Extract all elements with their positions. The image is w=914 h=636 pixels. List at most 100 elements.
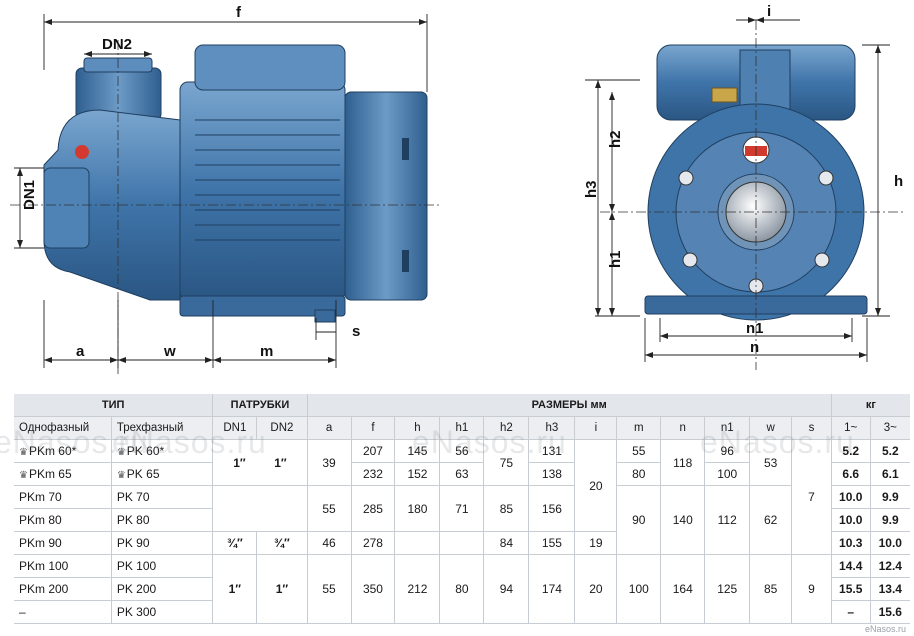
col-i: i bbox=[574, 416, 618, 440]
cell-w: 53 bbox=[749, 439, 793, 486]
cell-s: 7 bbox=[791, 439, 832, 555]
front-view bbox=[600, 20, 905, 370]
cell-w1: 6.6 bbox=[831, 462, 871, 486]
cell-m: 80 bbox=[616, 462, 662, 486]
label-i: i bbox=[767, 3, 771, 20]
label-w: w bbox=[163, 343, 176, 360]
col-single: Однофазный bbox=[14, 416, 112, 440]
cell-n: 140 bbox=[660, 485, 706, 555]
label-s: s bbox=[352, 323, 360, 340]
cell-w3: 15.6 bbox=[870, 600, 910, 624]
cell-w1: 10.0 bbox=[831, 508, 871, 532]
group-weight: кг bbox=[831, 394, 910, 417]
cell-m: 90 bbox=[616, 485, 662, 555]
model-three: PK 100 bbox=[111, 554, 214, 578]
cell-h3: 138 bbox=[528, 462, 576, 486]
cell-dn1: ¾″ bbox=[212, 531, 258, 555]
cell-m: 55 bbox=[616, 439, 662, 463]
label-h: h bbox=[894, 173, 903, 190]
cell-n: 118 bbox=[660, 439, 706, 486]
cell-h2: 85 bbox=[483, 485, 530, 532]
model-single: ♛PKm 60* bbox=[14, 439, 112, 463]
cell-w1: 10.0 bbox=[831, 485, 871, 509]
pump-drawing: f DN2 DN1 a w m s bbox=[10, 3, 905, 375]
group-type: ТИП bbox=[14, 394, 214, 417]
cell-w3: 5.2 bbox=[870, 439, 910, 463]
cell-i: 19 bbox=[574, 531, 618, 555]
table-row: PKm 90 PK 90 ¾″ ¾″ 46 278 84 155 19 10.3… bbox=[14, 531, 910, 555]
cell-w1: – bbox=[831, 600, 871, 624]
crown-icon: ♛ bbox=[19, 470, 28, 481]
col-n1: n1 bbox=[704, 416, 751, 440]
model-single: PKm 80 bbox=[14, 508, 112, 532]
cell-dn1: 1″ bbox=[233, 455, 246, 470]
cell-w3: 9.9 bbox=[870, 485, 910, 509]
cell-h3: 155 bbox=[528, 531, 576, 555]
group-dims: РАЗМЕРЫ мм bbox=[307, 394, 832, 417]
cell-a: 39 bbox=[307, 439, 352, 486]
model-single: – bbox=[14, 600, 112, 624]
cell-n1: 96 bbox=[704, 439, 751, 463]
col-a: a bbox=[307, 416, 352, 440]
cell-h3: 131 bbox=[528, 439, 576, 463]
cell-w3: 10.0 bbox=[870, 531, 910, 555]
cell-dn2: ¾″ bbox=[256, 531, 308, 555]
col-s: s bbox=[791, 416, 832, 440]
cell-h1: 56 bbox=[439, 439, 485, 463]
col-w1: 1~ bbox=[831, 416, 871, 440]
crown-icon: ♛ bbox=[19, 447, 28, 458]
table-row: PKm 200 PK 200 15.5 13.4 bbox=[14, 577, 910, 601]
cell-w3: 6.1 bbox=[870, 462, 910, 486]
col-w3: 3~ bbox=[870, 416, 910, 440]
cell-s: 9 bbox=[791, 554, 832, 624]
model-three: PK 90 bbox=[111, 531, 214, 555]
cell-h: 212 bbox=[394, 554, 441, 624]
table-row: PKm 70 PK 70 55 285 180 71 85 156 90 140… bbox=[14, 485, 910, 555]
model-three: ♛PK 60* bbox=[111, 439, 214, 463]
cell-w1: 15.5 bbox=[831, 577, 871, 601]
label-n1: n1 bbox=[746, 320, 764, 337]
cell-a: 46 bbox=[307, 531, 352, 555]
cell-a: 55 bbox=[307, 554, 352, 624]
col-w: w bbox=[749, 416, 793, 440]
table-row: ♛PKm 65 ♛PK 65 232 152 63 138 80 100 6.6… bbox=[14, 462, 910, 486]
table-row: ♛PKm 60* ♛PK 60* 1″1″ 39 207 145 56 75 1… bbox=[14, 439, 910, 555]
side-dimensions bbox=[14, 14, 428, 368]
cell-h3: 174 bbox=[528, 554, 576, 624]
cell-w3: 9.9 bbox=[870, 508, 910, 532]
cell-h1: 80 bbox=[439, 554, 485, 624]
model-three: PK 300 bbox=[111, 600, 214, 624]
table-row: PKm 100 PK 100 1″ 1″ 55 350 212 80 94 17… bbox=[14, 554, 910, 624]
cell-h3: 156 bbox=[528, 485, 576, 532]
label-h3: h3 bbox=[583, 180, 600, 198]
group-ports: ПАТРУБКИ bbox=[212, 394, 308, 417]
table-row: PKm 80 PK 80 10.0 9.9 bbox=[14, 508, 910, 532]
col-h3: h3 bbox=[528, 416, 576, 440]
cell-w1: 14.4 bbox=[831, 554, 871, 578]
col-n: n bbox=[660, 416, 706, 440]
col-h1: h1 bbox=[439, 416, 485, 440]
front-dimensions bbox=[585, 19, 890, 362]
col-h2: h2 bbox=[483, 416, 530, 440]
side-view bbox=[10, 40, 440, 375]
crown-icon: ♛ bbox=[116, 470, 126, 481]
label-m: m bbox=[260, 343, 273, 360]
cell-i: 20 bbox=[574, 439, 618, 532]
cell-h2: 75 bbox=[483, 439, 530, 486]
label-h1: h1 bbox=[607, 250, 624, 268]
label-dn1: DN1 bbox=[21, 180, 38, 210]
label-dn2: DN2 bbox=[102, 36, 132, 53]
cell-w3: 12.4 bbox=[870, 554, 910, 578]
model-single: PKm 100 bbox=[14, 554, 112, 578]
model-single: PKm 200 bbox=[14, 577, 112, 601]
label-a: a bbox=[76, 343, 85, 360]
cell-h1: 63 bbox=[439, 462, 485, 486]
crown-icon: ♛ bbox=[116, 447, 126, 458]
col-m: m bbox=[616, 416, 662, 440]
cell-f: 278 bbox=[351, 531, 396, 555]
col-three: Трехфазный bbox=[111, 416, 214, 440]
label-n: n bbox=[750, 339, 759, 356]
cell-dn2: 1″ bbox=[274, 455, 287, 470]
cell-f: 350 bbox=[351, 554, 396, 624]
cell-a: 55 bbox=[307, 485, 352, 532]
